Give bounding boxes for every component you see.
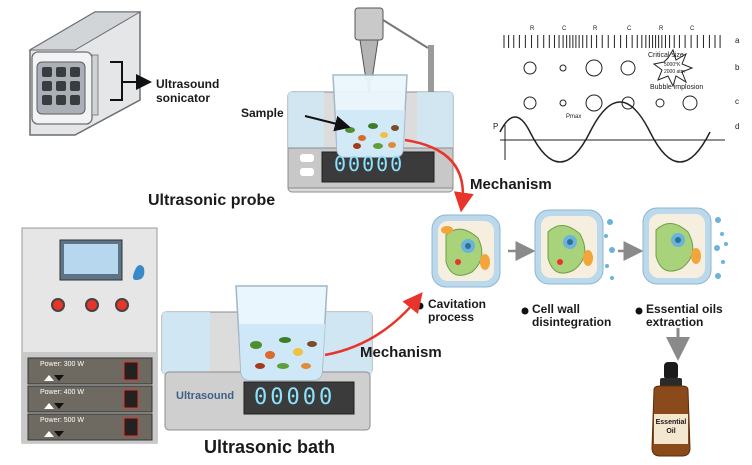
step-cavitation-label: Cavitation process	[428, 298, 486, 324]
cavitation-graph	[499, 35, 725, 163]
process-cells	[416, 207, 728, 361]
graph-pressure-axis: P	[493, 122, 499, 131]
step-cellwall-line1: Cell wall	[532, 302, 581, 316]
bottle-label-line1: Essential	[655, 419, 687, 426]
graph-marker-2: C	[562, 26, 567, 32]
graph-critical-label: Critical size	[648, 52, 684, 59]
graph-star-line1: 5000°K	[664, 62, 681, 68]
graph-row-d: d	[735, 122, 740, 131]
essential-oil-bottle	[651, 362, 691, 457]
graph-marker-4: C	[627, 26, 632, 32]
graph-implosion-label: Bubble implosion	[650, 84, 704, 91]
bath-machine	[161, 285, 423, 431]
bath-brand: Ultrasound	[176, 390, 235, 402]
sonicator-device	[28, 11, 152, 136]
bottle-label-line2: Oil	[666, 428, 676, 435]
step-cellwall-label: Cell wall disintegration	[532, 303, 611, 329]
step-cavitation-line2: process	[428, 310, 475, 324]
probe-title: Ultrasonic probe	[148, 192, 276, 209]
graph-row-b: b	[735, 63, 740, 72]
step-extraction-line1: Essential oils	[646, 302, 723, 316]
step-extraction-label: Essential oils extraction	[646, 303, 723, 329]
probe-display: 00000	[334, 152, 405, 176]
power-row-500: Power: 500 W	[40, 417, 84, 424]
graph-marker-3: R	[593, 26, 598, 32]
graph-marker-6: C	[690, 26, 695, 32]
graph-marker-5: R	[659, 26, 664, 32]
bath-mechanism-label: Mechanism	[360, 344, 442, 361]
power-row-400: Power: 400 W	[40, 389, 84, 396]
sonicator-label: Ultrasound sonicator	[156, 77, 220, 105]
graph-star-line2: 2000 atm	[664, 69, 685, 75]
probe-mechanism-label: Mechanism	[470, 176, 552, 193]
power-row-300: Power: 300 W	[40, 361, 84, 368]
graph-marker-1: R	[530, 26, 535, 32]
power-cabinet	[21, 227, 158, 444]
bath-title: Ultrasonic bath	[204, 437, 336, 457]
probe-machine	[287, 7, 454, 193]
graph-row-c: c	[735, 97, 739, 106]
bath-display: 00000	[254, 385, 336, 410]
graph-pmax-label: Pmax	[566, 114, 582, 120]
bottle-label: Essential Oil	[654, 418, 688, 436]
sample-label: Sample	[241, 106, 284, 120]
step-extraction-line2: extraction	[646, 315, 704, 329]
step-cellwall-line2: disintegration	[532, 315, 612, 329]
graph-row-a: a	[735, 36, 740, 45]
step-cavitation-line1: Cavitation	[428, 297, 487, 311]
